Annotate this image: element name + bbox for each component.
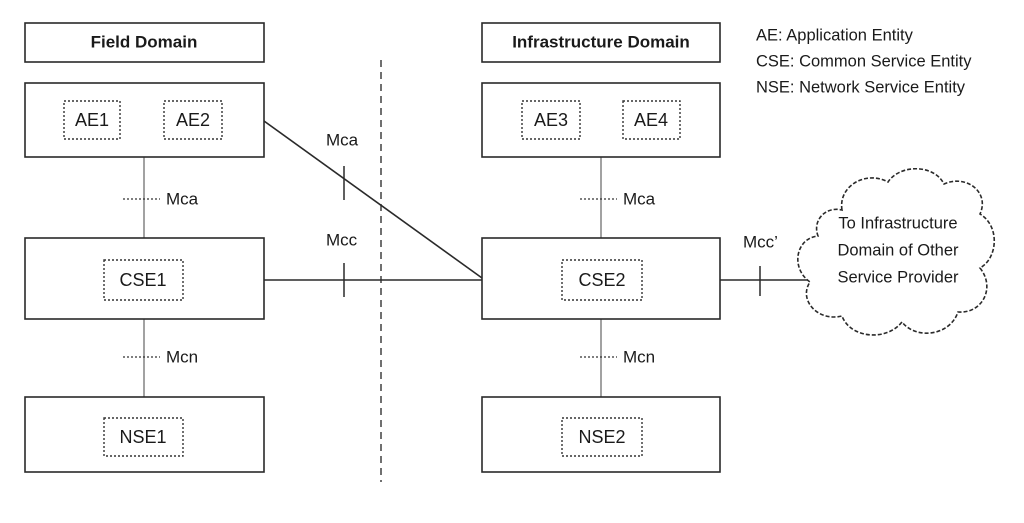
infrastructure-domain-title: Infrastructure Domain xyxy=(512,32,690,51)
mca-field-label: Mca xyxy=(166,189,199,208)
cse2-box xyxy=(561,259,643,301)
mcc-label: Mcc xyxy=(326,230,358,249)
mcn-infra-label: Mcn xyxy=(623,347,655,366)
mcc-prime-label: Mcc’ xyxy=(743,232,778,251)
ae3-label: AE3 xyxy=(534,110,568,130)
cse1-box xyxy=(103,259,184,301)
ae1-box xyxy=(63,100,121,140)
legend: AE: Application Entity CSE: Common Servi… xyxy=(756,26,972,96)
mca-infra-label: Mca xyxy=(623,189,656,208)
mca-cross-label: Mca xyxy=(326,130,359,149)
connector-mca-cross xyxy=(263,120,483,279)
nse2-box xyxy=(561,417,643,457)
legend-ae: AE: Application Entity xyxy=(756,26,914,44)
field-ae-node: AE1 AE2 xyxy=(24,82,265,158)
cloud-line-2: Domain of Other xyxy=(837,241,959,259)
ae2-box xyxy=(163,100,223,140)
infra-cse-node: CSE2 xyxy=(481,237,721,320)
field-nse-node: NSE1 xyxy=(24,396,265,473)
legend-cse: CSE: Common Service Entity xyxy=(756,52,972,70)
field-cse-node: CSE1 xyxy=(24,237,265,320)
cloud-line-3: Service Provider xyxy=(837,268,959,286)
nse2-label: NSE2 xyxy=(578,427,625,447)
cloud-line-1: To Infrastructure xyxy=(838,214,957,232)
legend-nse: NSE: Network Service Entity xyxy=(756,78,966,96)
nse1-label: NSE1 xyxy=(119,427,166,447)
other-service-provider-cloud: To Infrastructure Domain of Other Servic… xyxy=(797,168,995,336)
infra-ae-node: AE3 AE4 xyxy=(481,82,721,158)
ae2-label: AE2 xyxy=(176,110,210,130)
infrastructure-domain-header: Infrastructure Domain xyxy=(481,22,721,63)
field-domain-title: Field Domain xyxy=(91,32,198,51)
field-domain-header: Field Domain xyxy=(24,22,265,63)
nse1-box xyxy=(103,417,184,457)
infra-nse-node: NSE2 xyxy=(481,396,721,473)
ae4-label: AE4 xyxy=(634,110,668,130)
ae3-box xyxy=(521,100,581,140)
cse1-label: CSE1 xyxy=(119,270,166,290)
cse2-label: CSE2 xyxy=(578,270,625,290)
ae4-box xyxy=(622,100,681,140)
ae1-label: AE1 xyxy=(75,110,109,130)
mcn-field-label: Mcn xyxy=(166,347,198,366)
cloud-shape xyxy=(797,168,995,336)
